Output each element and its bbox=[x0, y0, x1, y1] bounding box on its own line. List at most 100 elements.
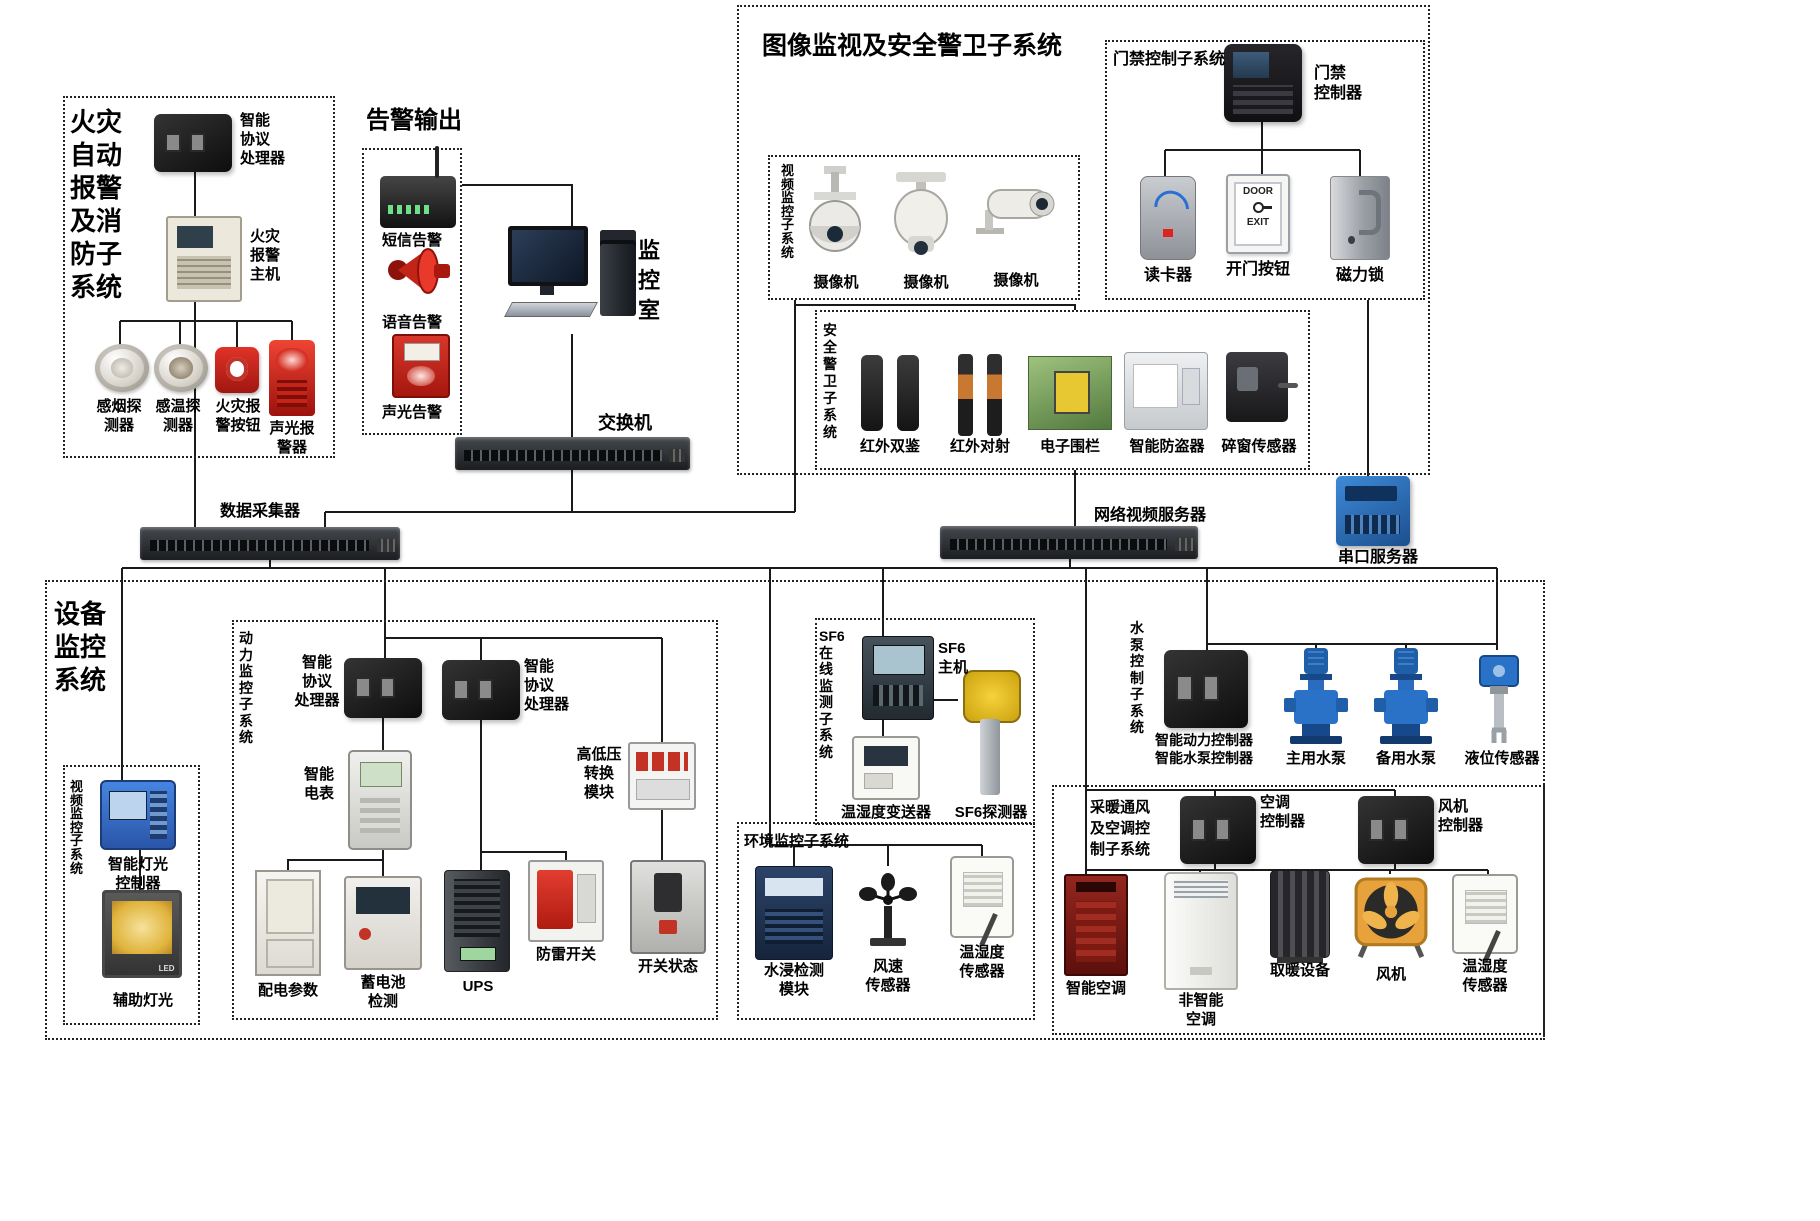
plain-ac-label: 非智能 空调 bbox=[1178, 992, 1224, 1028]
camera2-label: 摄像机 bbox=[903, 274, 949, 291]
smart-meter-icon bbox=[348, 750, 412, 850]
bullet-camera-icon bbox=[976, 189, 1055, 234]
power-processor1-label: 智能 协议 处理器 bbox=[294, 654, 340, 709]
image-security-title: 图像监视及安全警卫子系统 bbox=[762, 32, 1063, 60]
camera3-label: 摄像机 bbox=[993, 272, 1039, 289]
distribution-cabinet-icon bbox=[255, 870, 321, 976]
dome-camera-icon bbox=[809, 166, 861, 252]
video-top-title: 视 频 监 控 子 系 统 bbox=[781, 163, 795, 260]
level-sensor-label: 液位传感器 bbox=[1464, 750, 1540, 767]
env-monitor-box bbox=[737, 822, 1035, 1020]
breaker-status-icon bbox=[630, 860, 706, 954]
hvac-th-sensor-label: 温湿度 传感器 bbox=[1462, 958, 1508, 994]
door-button-text1: DOOR bbox=[1243, 186, 1273, 198]
sf6-title: SF6 在 线 监 测 子 系 统 bbox=[819, 628, 845, 760]
pump-controller-icon bbox=[1164, 650, 1248, 728]
video-bottom-title: 视 频 监 控 子 系 统 bbox=[70, 779, 84, 876]
ups-label: UPS bbox=[462, 978, 494, 995]
sounder-label: 声光报 警器 bbox=[269, 420, 315, 456]
equipment-title: 设备 监控 系统 bbox=[54, 599, 107, 695]
sf6-host-icon bbox=[862, 636, 934, 720]
power-processor2-label: 智能 协议 处理器 bbox=[524, 658, 570, 713]
hvac-title: 采暖通风 及空调控 制子系统 bbox=[1090, 799, 1151, 858]
ir-beam-label: 红外对射 bbox=[949, 438, 1010, 455]
power-processor1-icon bbox=[344, 658, 422, 718]
fire-protocol-processor-device bbox=[154, 114, 232, 172]
led-floodlight-icon: LED bbox=[102, 890, 182, 978]
camera1-label: 摄像机 bbox=[813, 274, 859, 291]
hvac-fan-label: 风机 bbox=[1375, 966, 1406, 983]
battery-label: 蓄电池 检测 bbox=[360, 974, 406, 1010]
pump-controller-label: 智能动力控制器 智能水泵控制器 bbox=[1155, 732, 1253, 766]
th-transmitter-label: 温湿度变送器 bbox=[840, 804, 931, 821]
led-tag: LED bbox=[158, 963, 175, 973]
fan-icon bbox=[1354, 877, 1428, 959]
sms-alarm-label: 短信告警 bbox=[381, 232, 442, 249]
smart-ac-label: 智能空调 bbox=[1065, 980, 1126, 997]
security-guard-box bbox=[815, 310, 1310, 470]
sound-light-output-icon bbox=[392, 334, 450, 398]
fire-subsystem-box bbox=[63, 96, 335, 458]
door-button-label: 开门按钮 bbox=[1225, 261, 1290, 278]
water-leak-module-icon bbox=[755, 866, 833, 960]
ups-icon bbox=[444, 870, 510, 972]
data-collector-label: 数据采集器 bbox=[220, 503, 301, 520]
pump-title: 水 泵 控 制 子 系 统 bbox=[1130, 620, 1144, 735]
smart-meter-label: 智能 电表 bbox=[303, 766, 334, 802]
hv-lv-module-icon bbox=[628, 742, 696, 810]
monitor-room-title: 监 控 室 bbox=[638, 238, 661, 323]
anti-theft-icon bbox=[1124, 352, 1208, 430]
voice-alarm-label: 语音告警 bbox=[381, 314, 442, 331]
fire-subsystem-title: 火灾 自动 报警 及消 防子 系统 bbox=[70, 107, 123, 302]
battery-tester-icon bbox=[344, 876, 422, 970]
window-sensor-label: 碎窗传感器 bbox=[1221, 438, 1297, 455]
main-pump-label: 主用水泵 bbox=[1285, 750, 1346, 767]
access-controller-label: 门禁 控制器 bbox=[1314, 65, 1363, 102]
sf6-host-label: SF6 主机 bbox=[938, 640, 969, 676]
th-transmitter-icon bbox=[852, 736, 920, 800]
ir-dual-label: 红外双鉴 bbox=[859, 438, 920, 455]
ac-controller-label: 空调 控制器 bbox=[1260, 794, 1306, 830]
aux-light-label: 辅助灯光 bbox=[112, 992, 173, 1009]
main-pump-icon bbox=[1284, 648, 1348, 744]
ir-beam-icon bbox=[950, 354, 1010, 436]
backup-pump-icon bbox=[1374, 648, 1438, 744]
smoke-detector-icon bbox=[95, 344, 149, 392]
magnetic-lock-label: 磁力锁 bbox=[1335, 267, 1384, 284]
voice-alarm-horn-icon bbox=[388, 248, 450, 294]
light-controller-label: 智能灯光 控制器 bbox=[107, 856, 168, 892]
breaker-label: 开关状态 bbox=[637, 958, 698, 975]
power-processor2-icon bbox=[442, 660, 520, 720]
fan-controller-icon bbox=[1358, 796, 1434, 864]
level-sensor-icon bbox=[1479, 655, 1519, 743]
network-video-server-icon bbox=[940, 526, 1198, 559]
serial-server-icon bbox=[1336, 476, 1410, 546]
ptz-camera-icon bbox=[894, 172, 948, 255]
video-bottom-box bbox=[63, 765, 200, 1025]
serial-server-label: 串口服务器 bbox=[1338, 549, 1419, 566]
electronic-fence-icon bbox=[1028, 356, 1112, 430]
ir-dual-detector-icon bbox=[856, 350, 924, 436]
water-leak-label: 水浸检测 模块 bbox=[763, 962, 824, 998]
fire-processor-label: 智能 协议 处理器 bbox=[240, 112, 286, 167]
temp-detector-icon bbox=[154, 344, 208, 392]
power-title: 动 力 监 控 子 系 统 bbox=[239, 630, 253, 745]
fire-host-label: 火灾 报警 主机 bbox=[250, 228, 281, 283]
ac-controller-icon bbox=[1180, 796, 1256, 864]
power-monitor-box bbox=[232, 620, 718, 1020]
access-controller-icon bbox=[1224, 44, 1302, 122]
fire-alarm-host-device bbox=[166, 216, 242, 302]
smart-ac-icon bbox=[1064, 874, 1128, 976]
image-security-box bbox=[737, 5, 1430, 475]
lightning-switch-icon bbox=[528, 860, 604, 942]
key-icon bbox=[1252, 202, 1272, 214]
security-title: 安 全 警 卫 子 系 统 bbox=[823, 322, 837, 440]
wind-sensor-label: 风速 传感器 bbox=[865, 958, 911, 994]
card-reader-label: 读卡器 bbox=[1143, 267, 1192, 284]
fire-alarm-button-icon bbox=[215, 347, 259, 393]
alarm-output-title: 告警输出 bbox=[366, 107, 462, 134]
hv-lv-module-label: 高低压 转换 模块 bbox=[576, 746, 622, 801]
sms-alarm-modem-icon bbox=[380, 145, 456, 228]
